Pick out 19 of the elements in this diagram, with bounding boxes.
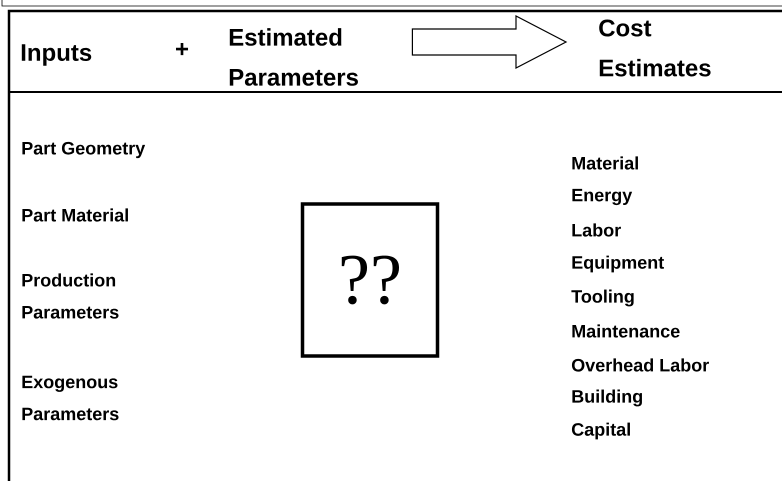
question-box: ?? [300,202,440,358]
list-item: Building [572,390,642,406]
list-item: Production Parameters [22,273,119,319]
list-item: Tooling [571,290,634,306]
header-text: Inputs [22,44,92,66]
list-item: Equipment [572,256,664,272]
list-item: Capital [572,422,630,440]
header-text: Cost Estimates [599,20,711,76]
list-item: Overhead Labor [572,358,709,372]
plus-sign: + [176,42,188,56]
block-arrow [412,15,568,69]
list-item: Maintenance [572,324,680,338]
list-item: Labor [572,223,621,237]
list-item: Energy [572,188,632,206]
list-item: Part Material [22,208,128,222]
list-item: Material [572,156,638,170]
header-text: Estimated Parameters [230,28,358,86]
list-item: Part Geometry [22,142,146,158]
list-item: Exogenous Parameters [22,376,119,420]
